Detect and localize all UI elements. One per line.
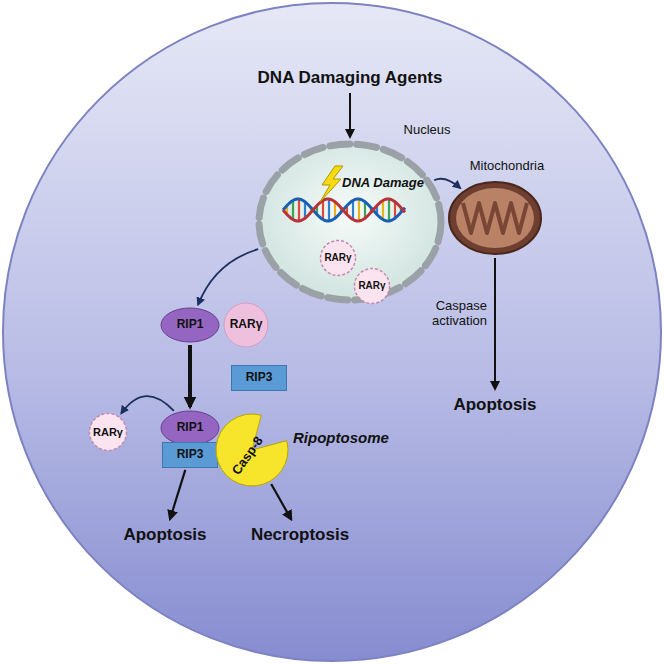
node-label: RIP3 xyxy=(246,371,273,385)
dna-rung xyxy=(298,199,300,221)
damage-bolt xyxy=(320,166,343,202)
nucleus: NucleusDNA DamageRARγRARγ xyxy=(255,140,445,304)
heading-label: Nucleus xyxy=(404,123,451,138)
cristae xyxy=(463,203,527,233)
shape-part xyxy=(224,303,268,347)
node-label: RARγ xyxy=(324,252,351,264)
matrix xyxy=(456,188,534,248)
node-label: DNA Damaging Agents xyxy=(258,68,443,88)
node-label: RARγ xyxy=(230,318,263,332)
rip3-box: RIP3 xyxy=(162,442,218,468)
node-label: RIP1 xyxy=(177,421,204,435)
caspase8-pacman: Casp-8 xyxy=(215,413,289,487)
shape-part xyxy=(232,366,287,391)
node-label: RIP3 xyxy=(177,448,204,462)
node-label: Mitochondria xyxy=(470,159,544,174)
node-label: RARγ xyxy=(358,280,385,292)
shape-part xyxy=(90,414,127,451)
arrow-connector xyxy=(349,93,351,137)
shape-part xyxy=(161,411,219,445)
complex-label: Ripoptosome xyxy=(293,429,389,446)
outcome-label: Apoptosis xyxy=(448,392,542,418)
arrow-connector xyxy=(434,179,460,188)
arrow-connector xyxy=(170,470,185,519)
dna-strand xyxy=(283,199,405,221)
arrow-connector xyxy=(198,249,258,305)
arrow-connector xyxy=(121,396,174,413)
dna-rung xyxy=(358,199,360,221)
rar-gamma-circle: RARγ xyxy=(88,412,128,452)
arrow-connector xyxy=(494,258,496,389)
outcome-label: Apoptosis xyxy=(118,522,212,548)
node-label: RIP1 xyxy=(177,318,204,332)
rip1-ellipse: RIP1 xyxy=(160,307,220,343)
nuclear-envelope xyxy=(259,144,441,300)
dna-rung xyxy=(292,200,294,219)
rar-gamma-circle: RARγ xyxy=(319,242,357,274)
dna-rung xyxy=(328,199,330,221)
mito-outline xyxy=(447,180,543,256)
shape-part xyxy=(216,414,288,486)
dna-rung xyxy=(322,200,324,219)
edge-label: Caspase activation xyxy=(417,299,487,329)
arrow-connector xyxy=(188,345,192,407)
shape-part xyxy=(355,269,390,304)
outer-membrane xyxy=(449,182,541,254)
node-label: Apoptosis xyxy=(453,395,536,415)
dna-rung xyxy=(352,200,354,219)
rar-gamma-circle: RARγ xyxy=(223,302,269,348)
shape-part xyxy=(321,241,356,276)
dna-strand xyxy=(283,199,405,221)
dna-rung xyxy=(382,200,384,219)
shape-part xyxy=(161,308,219,342)
rar-gamma-circle: RARγ xyxy=(353,270,391,302)
node-label: RARγ xyxy=(93,426,123,439)
node-label: Apoptosis xyxy=(123,525,206,545)
node-label: DNA Damage xyxy=(342,176,424,191)
node-label: Necroptosis xyxy=(251,525,349,545)
mitochondrion: Mitochondria xyxy=(447,180,543,256)
rip3-box: RIP3 xyxy=(231,365,287,391)
cell-body xyxy=(3,3,661,661)
dna-rung xyxy=(388,199,390,221)
rip1-ellipse: RIP1 xyxy=(160,410,220,446)
agent-label: DNA Damaging Agents xyxy=(253,65,448,91)
nucleus-outline xyxy=(255,140,445,304)
shape-part xyxy=(163,443,218,468)
outcome-label: Necroptosis xyxy=(246,522,355,548)
arrow-connector xyxy=(271,484,291,519)
